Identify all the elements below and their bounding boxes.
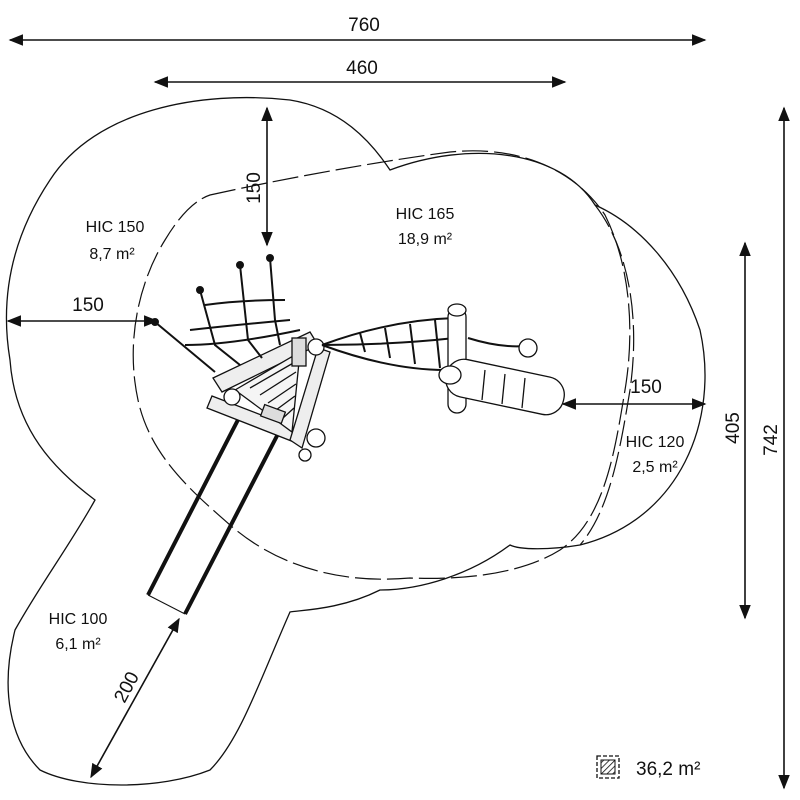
safety-zone-outline — [5, 96, 706, 786]
rope-net-right — [321, 317, 526, 371]
total-area-label: 36,2 m² — [636, 759, 700, 780]
slide — [146, 411, 282, 615]
inner-dashed-zone — [132, 150, 631, 580]
zone-label: HIC 120 — [626, 434, 685, 451]
zone-hic-165: HIC 165 18,9 m² — [396, 206, 455, 248]
hatched-square-icon — [596, 755, 620, 779]
zone-hic-150: HIC 150 8,7 m² — [86, 219, 145, 263]
zone-hic-120: HIC 120 2,5 m² — [626, 434, 685, 476]
area-legend: 36,2 m² — [596, 755, 700, 780]
dim-label-405: 405 — [723, 412, 744, 444]
dim-label-760: 760 — [348, 15, 380, 36]
zone-area: 2,5 m² — [632, 459, 678, 476]
zone-label: HIC 165 — [396, 206, 455, 223]
dim-label-742: 742 — [761, 424, 782, 456]
dim-label-150-left: 150 — [72, 295, 104, 316]
balance-beam — [438, 303, 565, 416]
dim-label-200: 200 — [110, 668, 143, 706]
dim-line-200 — [90, 617, 180, 779]
tower — [206, 331, 331, 462]
zone-label: HIC 100 — [49, 611, 108, 628]
zone-hic-100: HIC 100 6,1 m² — [49, 611, 108, 653]
dim-label-150-top: 150 — [244, 172, 265, 204]
hic120-divider — [579, 204, 635, 546]
zone-area: 6,1 m² — [55, 636, 101, 653]
zone-label: HIC 150 — [86, 219, 145, 236]
climbing-net — [151, 254, 301, 373]
dim-label-150-right: 150 — [630, 377, 662, 398]
zone-area: 8,7 m² — [89, 246, 135, 263]
dim-label-460: 460 — [346, 58, 378, 79]
zone-area: 18,9 m² — [398, 231, 453, 248]
